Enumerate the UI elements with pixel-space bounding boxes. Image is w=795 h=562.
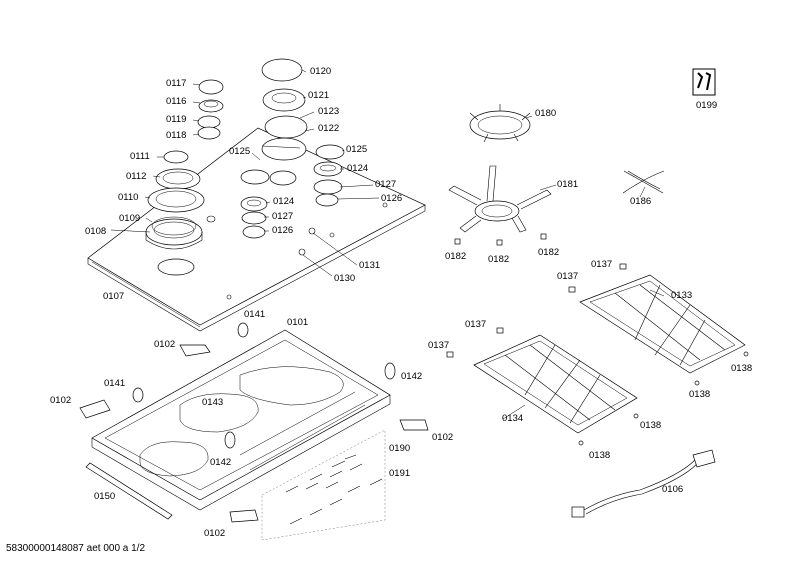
label-0121: 0121 — [308, 90, 330, 101]
pan-grate-right — [579, 274, 746, 374]
label-0134: 0134 — [502, 413, 524, 424]
pan-grate-left — [473, 334, 638, 434]
wok-ring — [469, 104, 531, 143]
label-0191: 0191 — [389, 468, 411, 479]
label-0186: 0186 — [630, 196, 652, 207]
label-0130: 0130 — [334, 273, 356, 284]
wok-pan-support — [448, 165, 552, 233]
label-0180: 0180 — [535, 108, 557, 119]
label-0127-right: 0127 — [375, 179, 397, 190]
housing-side-brackets — [79, 344, 429, 523]
label-0138-a: 0138 — [731, 363, 753, 374]
label-0122: 0122 — [318, 123, 340, 134]
label-0106: 0106 — [662, 484, 684, 495]
tools-icon — [692, 68, 716, 96]
label-0120: 0120 — [310, 66, 332, 77]
label-0138-c: 0138 — [640, 420, 662, 431]
label-0112: 0112 — [126, 171, 147, 182]
label-0182-a: 0182 — [445, 251, 467, 262]
label-0182-b: 0182 — [488, 254, 510, 265]
label-0137-a: 0137 — [591, 259, 613, 270]
label-0107: 0107 — [103, 291, 125, 302]
label-0150: 0150 — [94, 491, 116, 502]
label-0110: 0110 — [118, 192, 139, 203]
label-0181: 0181 — [557, 179, 579, 190]
label-0119: 0119 — [166, 114, 187, 125]
label-0118: 0118 — [166, 130, 187, 141]
label-0102-right: 0102 — [432, 432, 454, 443]
label-0138-b: 0138 — [689, 389, 711, 400]
label-0190: 0190 — [389, 443, 411, 454]
label-0199: 0199 — [696, 100, 718, 111]
label-0123: 0123 — [318, 106, 340, 117]
label-0126-right: 0126 — [381, 193, 403, 204]
label-0137-d: 0137 — [428, 340, 450, 351]
label-0133: 0133 — [671, 290, 693, 301]
leader-lines — [110, 69, 665, 420]
label-0101: 0101 — [287, 317, 309, 328]
label-0126-left: 0126 — [272, 225, 294, 236]
label-0111: 0111 — [130, 151, 150, 162]
housing-feet-0141-0142 — [132, 322, 396, 449]
mains-cable — [571, 449, 716, 518]
label-0143: 0143 — [202, 397, 224, 408]
document-footer: 58300000148087 aet 000 a 1/2 — [6, 543, 146, 554]
label-0137-b: 0137 — [557, 271, 579, 282]
label-0124-left: 0124 — [273, 196, 295, 207]
label-0131: 0131 — [359, 260, 381, 271]
cross-pan-support — [622, 170, 665, 194]
label-0141-top: 0141 — [244, 309, 266, 320]
label-0116: 0116 — [166, 96, 187, 107]
label-0141-left: 0141 — [104, 378, 126, 389]
label-0102-top: 0102 — [154, 339, 176, 350]
grate-feet-0182 — [454, 233, 547, 246]
right-burner-stack — [313, 144, 345, 207]
bottom-housing — [91, 329, 391, 511]
middle-small-burner-stack — [240, 196, 268, 239]
left-small-burner-stack — [197, 79, 224, 140]
label-0102-left: 0102 — [50, 395, 72, 406]
label-0108: 0108 — [85, 226, 107, 237]
label-0125-left: 0125 — [229, 146, 251, 157]
label-0137-c: 0137 — [465, 319, 487, 330]
label-0124-right: 0124 — [347, 163, 369, 174]
label-0138-d: 0138 — [589, 450, 611, 461]
label-0117: 0117 — [166, 78, 187, 89]
left-large-burner-stack — [145, 150, 216, 250]
label-0142-bottom: 0142 — [210, 457, 232, 468]
label-0127-left: 0127 — [272, 211, 294, 222]
center-burner-stack — [261, 58, 308, 161]
label-0125-right: 0125 — [346, 144, 368, 155]
label-0109: 0109 — [119, 213, 141, 224]
label-0182-c: 0182 — [538, 247, 560, 258]
seal-strip — [85, 462, 173, 520]
label-0142-right: 0142 — [401, 371, 423, 382]
label-0102-bottom: 0102 — [204, 528, 226, 539]
grate-feet-0137-0138-right — [568, 263, 749, 386]
screw-set — [261, 429, 386, 541]
grate-feet-0137-0138-left — [446, 327, 639, 446]
